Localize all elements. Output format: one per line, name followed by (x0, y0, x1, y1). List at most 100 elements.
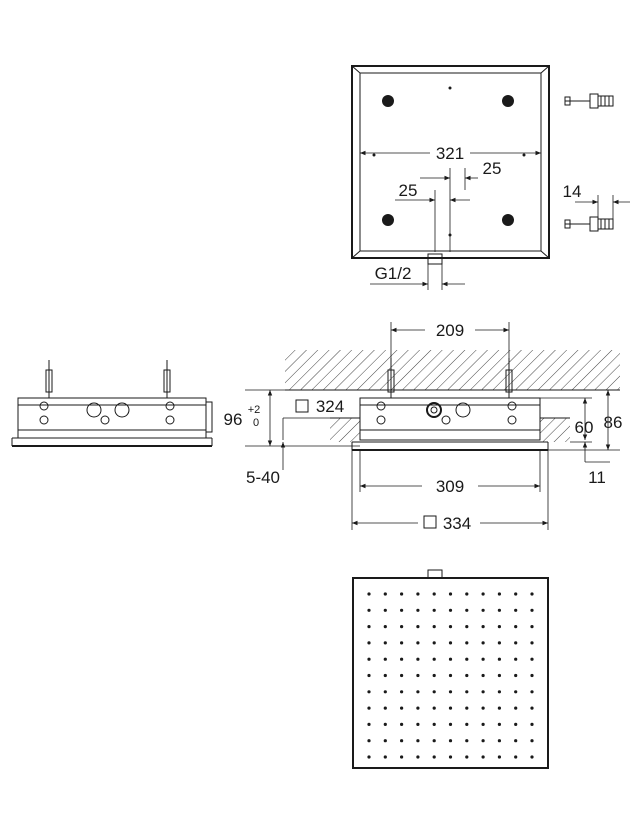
nozzle-dot (448, 641, 453, 645)
nozzle-dot (367, 592, 371, 596)
dim-depth-tol-minus: 0 (253, 417, 259, 429)
nozzle-dot (481, 657, 485, 661)
dim-cutout: 324 (316, 397, 344, 416)
side-view-installed: 209 96 +2 0 324 5-40 86 60 11 (224, 321, 623, 533)
nozzle-dot (383, 608, 387, 612)
nozzle-dot (367, 690, 371, 694)
nozzle-dot (514, 755, 518, 759)
nozzle-dot (465, 722, 469, 727)
nozzle-dot (448, 706, 453, 710)
dim-offset-right: 25 (483, 159, 502, 178)
nozzle-dot (497, 690, 501, 694)
nozzle-dot (416, 608, 420, 612)
nozzle-dot (448, 739, 453, 743)
nozzle-dot (514, 641, 518, 645)
mount-hole-br (502, 214, 514, 226)
nozzle-dot (400, 706, 404, 710)
nozzle-grid (367, 592, 534, 759)
nozzle-dot (481, 608, 485, 612)
nozzle-dot (416, 706, 420, 710)
nozzle-dot (400, 739, 404, 743)
nozzle-dot (465, 739, 469, 743)
nozzle-dot (448, 608, 453, 612)
nozzle-dot (514, 690, 518, 694)
nozzle-dot (416, 690, 420, 694)
nozzle-dot (530, 608, 534, 612)
nozzle-dot (465, 706, 469, 710)
nozzle-dot (367, 673, 371, 678)
nozzle-dot (367, 641, 371, 645)
nozzle-dot (530, 706, 534, 710)
nozzle-dot (432, 706, 436, 710)
nozzle-dot (432, 739, 436, 743)
mount-hole-bl (382, 214, 394, 226)
nozzle-dot (416, 592, 420, 596)
nozzle-dot (432, 722, 436, 727)
dim-height-total: 86 (604, 413, 623, 432)
nozzle-dot (514, 722, 518, 727)
dim-mount-spacing: 209 (436, 321, 464, 340)
nozzle-dot (448, 657, 453, 661)
nozzle-dot (481, 625, 485, 629)
nozzle-dot (383, 657, 387, 661)
nozzle-dot (367, 722, 371, 727)
nozzle-dot (514, 657, 518, 661)
nozzle-dot (383, 690, 387, 694)
square-symbol-2 (423, 515, 437, 529)
nozzle-dot (367, 755, 371, 759)
nozzle-dot (416, 657, 420, 661)
nozzle-dot (383, 625, 387, 629)
nozzle-dot (448, 690, 453, 694)
nozzle-dot (497, 673, 501, 678)
inlet-connection (427, 253, 443, 265)
nozzle-dot (514, 608, 518, 612)
nozzle-dot (481, 592, 485, 596)
nozzle-dot (400, 641, 404, 645)
nozzle-dot (432, 625, 436, 629)
nozzle-dot (416, 755, 420, 759)
nozzle-dot (416, 739, 420, 743)
nozzle-dot (465, 641, 469, 645)
nozzle-dot (530, 755, 534, 759)
top-view-outer-frame (351, 65, 550, 259)
nozzle-dot (367, 625, 371, 629)
nozzle-dot (530, 592, 534, 596)
nozzle-dot (465, 657, 469, 661)
nozzle-dot (448, 722, 453, 727)
nozzle-dot (497, 641, 501, 645)
nozzle-dot (400, 608, 404, 612)
nozzle-dot (383, 722, 387, 727)
dim-plate-thickness: 11 (588, 468, 606, 487)
nozzle-dot (481, 722, 485, 727)
nozzle-dot (432, 673, 436, 678)
dim-top-width: 321 (436, 144, 464, 163)
dim-ceiling-range: 5-40 (246, 468, 280, 487)
nozzle-dot (530, 690, 534, 694)
mount-hole-tl (382, 95, 394, 107)
dim-thread: G1/2 (375, 264, 412, 283)
nozzle-dot (465, 592, 469, 596)
nozzle-dot (383, 673, 387, 678)
nozzle-dot (497, 592, 501, 596)
nozzle-dot (465, 755, 469, 759)
nozzle-dot (448, 673, 453, 678)
nozzle-dot (432, 592, 436, 596)
dim-outer-width: 334 (443, 514, 471, 533)
top-view: 321 25 25 G1/2 (351, 65, 550, 290)
nozzle-dot (400, 657, 404, 661)
nozzle-dot (400, 673, 404, 678)
nozzle-dot (448, 592, 453, 596)
nozzle-dot (465, 673, 469, 678)
nozzle-dot (400, 755, 404, 759)
nozzle-dot (514, 625, 518, 629)
nozzle-dot (497, 706, 501, 710)
top-view-inner-frame (359, 72, 542, 252)
nozzle-dot (400, 690, 404, 694)
bolt-detail: 14 (563, 93, 630, 232)
dim-depth-main: 96 (224, 410, 243, 429)
side-body-installed (359, 397, 541, 441)
nozzle-dot (530, 673, 534, 678)
nozzle-dot (416, 673, 420, 678)
square-symbol (295, 399, 309, 413)
nozzle-dot (383, 755, 387, 759)
